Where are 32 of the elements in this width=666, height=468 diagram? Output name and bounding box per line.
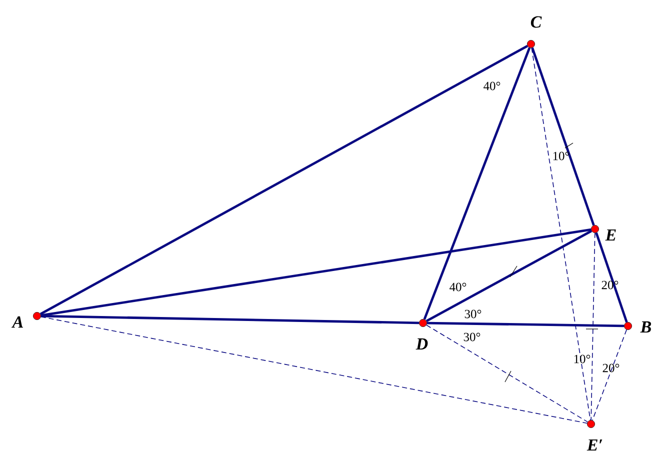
node-label: E	[605, 229, 616, 241]
point: B	[624, 321, 652, 333]
node-label: A	[11, 316, 23, 328]
line-segment	[40, 228, 592, 317]
node-label: E′	[586, 439, 602, 451]
angle-label: 10°	[553, 152, 570, 160]
point: A	[11, 312, 41, 328]
line-segment	[423, 47, 531, 320]
line-segment	[426, 324, 588, 422]
angle-label: 30°	[464, 332, 480, 342]
angle-label: 30°	[464, 310, 482, 318]
node-label: B	[640, 321, 652, 333]
point: E	[591, 225, 616, 241]
line-segment	[595, 232, 628, 323]
line-segment	[590, 232, 596, 420]
point: C	[527, 16, 542, 48]
node-label: D	[416, 338, 428, 350]
angle-label: 10°	[574, 354, 590, 364]
line-segment	[40, 316, 588, 424]
angle-label: 40°	[484, 82, 500, 90]
line-segment	[40, 314, 420, 324]
point: E′	[586, 420, 602, 451]
angle-label: 40°	[450, 282, 466, 292]
node-label: C	[530, 16, 542, 28]
line-segment	[531, 47, 595, 226]
point: D	[416, 319, 428, 350]
line-segment	[531, 48, 591, 420]
line-segment	[592, 329, 627, 421]
line-segment	[426, 322, 624, 328]
line-segment	[40, 44, 528, 316]
angle-label: 20°	[602, 364, 620, 372]
line-segment	[426, 230, 592, 322]
